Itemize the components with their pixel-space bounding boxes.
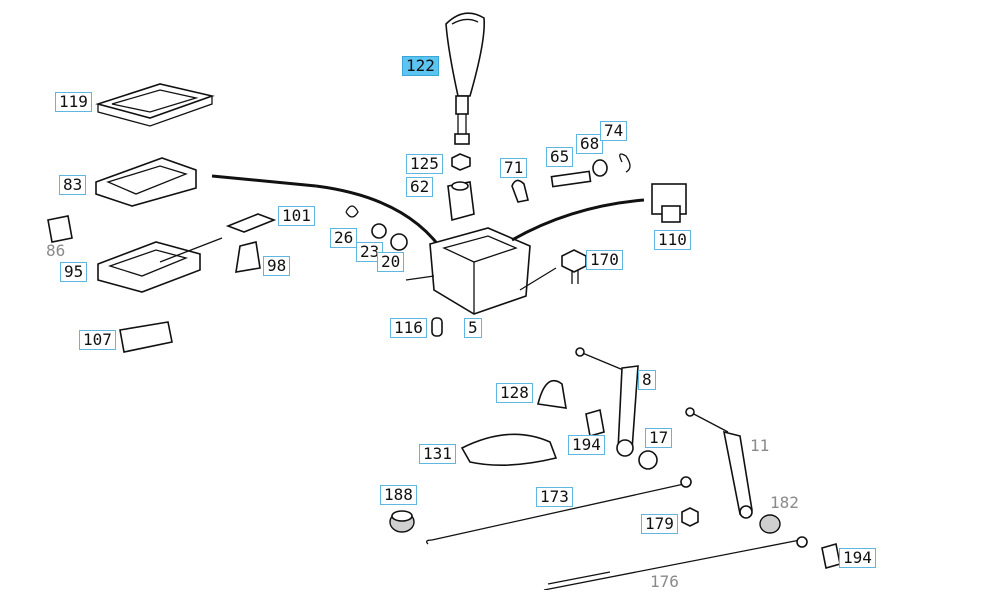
retaining-ring-part [619, 153, 631, 173]
label-95[interactable]: 95 [60, 262, 88, 282]
label-26[interactable]: 26 [330, 228, 358, 248]
nut-part [451, 153, 471, 171]
bracket-part [235, 241, 261, 273]
label-71[interactable]: 71 [500, 158, 528, 178]
label-194-lower[interactable]: 194 [839, 548, 876, 568]
label-179[interactable]: 179 [641, 514, 678, 534]
end-bushing-part [389, 510, 415, 533]
rubber-bush-part [638, 450, 658, 470]
grommet-part [537, 379, 567, 409]
spacer-part [390, 233, 408, 251]
lock-nut-part [681, 507, 699, 527]
label-119[interactable]: 119 [55, 92, 92, 112]
label-74[interactable]: 74 [600, 121, 628, 141]
range-rod-part [543, 536, 808, 590]
clip-part [511, 179, 529, 203]
trim-frame-part [95, 83, 215, 127]
label-17[interactable]: 17 [645, 428, 673, 448]
label-125[interactable]: 125 [406, 154, 443, 174]
label-188[interactable]: 188 [380, 485, 417, 505]
selector-lever-part [575, 347, 639, 457]
small-pin-part [431, 317, 443, 337]
circlip-part [345, 205, 359, 218]
label-110[interactable]: 110 [654, 230, 691, 250]
retainer-clip-b-part [821, 542, 841, 570]
shift-knob-part [445, 12, 486, 145]
label-116[interactable]: 116 [390, 318, 427, 338]
label-86[interactable]: 86 [46, 241, 66, 260]
label-107[interactable]: 107 [79, 330, 116, 350]
label-5[interactable]: 5 [464, 318, 482, 338]
label-11[interactable]: 11 [750, 436, 770, 455]
label-128[interactable]: 128 [496, 383, 533, 403]
bushing-part [592, 159, 608, 177]
label-8[interactable]: 8 [638, 370, 656, 390]
washer-part [371, 223, 387, 239]
label-68[interactable]: 68 [576, 134, 604, 154]
label-20[interactable]: 20 [377, 252, 405, 272]
label-101[interactable]: 101 [278, 206, 315, 226]
label-122[interactable]: 122 [402, 56, 439, 76]
label-23[interactable]: 23 [356, 242, 384, 262]
gasket-part [119, 321, 173, 353]
label-131[interactable]: 131 [419, 444, 456, 464]
label-83[interactable]: 83 [59, 175, 87, 195]
module-part [511, 183, 687, 242]
label-98[interactable]: 98 [263, 256, 291, 276]
label-194-upper[interactable]: 194 [568, 435, 605, 455]
label-62[interactable]: 62 [406, 177, 434, 197]
label-176[interactable]: 176 [650, 572, 679, 591]
lever-bushing-part [759, 514, 781, 534]
housing-part [97, 237, 223, 293]
tab-part [225, 213, 277, 233]
small-clip-part [47, 215, 73, 243]
retainer-clip-part [585, 408, 605, 438]
label-182[interactable]: 182 [770, 493, 799, 512]
range-lever-part [685, 407, 753, 519]
shifter-base-part [405, 227, 531, 315]
label-170[interactable]: 170 [586, 250, 623, 270]
shift-rod-part [426, 476, 692, 545]
seal-part [460, 433, 558, 466]
pin-part [550, 170, 592, 188]
label-65[interactable]: 65 [546, 147, 574, 167]
label-173[interactable]: 173 [536, 487, 573, 507]
